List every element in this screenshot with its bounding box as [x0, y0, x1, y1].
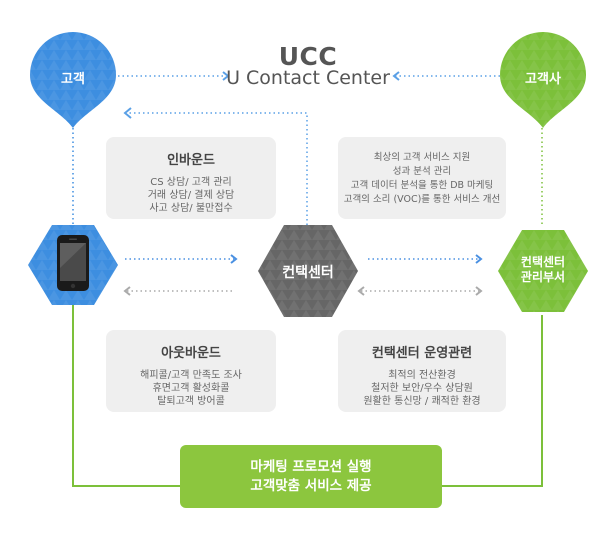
operations-line: 최적의 전산환경 — [388, 370, 456, 381]
marketing-box: 마케팅 프로모션 실행 고객맞춤 서비스 제공 — [180, 445, 442, 508]
services-line: 최상의 고객 서비스 지원 — [373, 152, 471, 163]
services-line: 고객 데이터 분석을 통한 DB 마케팅 — [350, 180, 494, 191]
center-manager-label: 컨택센터 관리부서 — [498, 255, 588, 285]
customer-pin — [30, 32, 116, 128]
operations-title: 컨택센터 운영관련 — [371, 346, 473, 361]
center-to-customer-dots — [128, 112, 308, 225]
inbound-box: 인바운드 CS 상담/ 고객 관리 거래 상담/ 결제 상담 사고 상담/ 불만… — [106, 137, 276, 219]
outbound-line: 휴면고객 활성화콜 — [152, 383, 230, 394]
center-manager-hexagon — [498, 230, 588, 312]
inbound-line: CS 상담/ 고객 관리 — [150, 177, 232, 188]
diagram-title: UCC — [278, 42, 338, 71]
marketing-line: 마케팅 프로모션 실행 — [250, 459, 372, 475]
operations-box: 컨택센터 운영관련 최적의 전산환경 철저한 보안/우수 상담원 원활한 통신망… — [338, 330, 506, 412]
phone-to-center-arrowhead — [230, 254, 238, 264]
center-to-manager-arrowhead — [475, 254, 483, 264]
right-green-connector — [442, 315, 543, 487]
center-manager-label-line: 컨택센터 — [520, 255, 566, 269]
client-pin — [500, 32, 586, 128]
operations-line: 원활한 통신망 / 쾌적한 환경 — [363, 396, 481, 407]
outbound-box: 아웃바운드 해피콜/고객 만족도 조사 휴면고객 활성화콜 탈퇴고객 방어콜 — [106, 330, 276, 412]
top-right-arrowhead — [392, 71, 400, 81]
customer-label: 고객 — [61, 72, 85, 87]
inbound-title: 인바운드 — [167, 153, 215, 168]
center-to-customer-arrowhead — [123, 107, 132, 119]
operations-line: 철저한 보안/우수 상담원 — [371, 383, 473, 394]
marketing-line: 고객맞춤 서비스 제공 — [250, 478, 372, 494]
services-line: 고객의 소리 (VOC)를 통한 서비스 개선 — [343, 194, 501, 205]
top-left-arrowhead — [222, 71, 230, 81]
contact-center-hexagon — [258, 225, 358, 317]
inbound-line: 거래 상담/ 결제 상담 — [147, 190, 235, 201]
services-box: 최상의 고객 서비스 지원 성과 분석 관리 고객 데이터 분석을 통한 DB … — [338, 137, 506, 219]
diagram-subtitle: U Contact Center — [226, 67, 390, 89]
services-line: 성과 분석 관리 — [392, 166, 452, 177]
center-manager-label-line: 관리부서 — [520, 270, 566, 284]
smartphone-icon — [57, 235, 89, 291]
contact-center-label: 컨택센터 — [282, 265, 334, 281]
outbound-line: 탈퇴고객 방어콜 — [157, 396, 225, 407]
manager-center-right-arrowhead — [475, 286, 483, 296]
left-green-connector — [72, 305, 180, 487]
inbound-line: 사고 상담/ 불만접수 — [149, 203, 233, 214]
manager-center-left-arrowhead — [357, 286, 365, 296]
outbound-title: 아웃바운드 — [161, 346, 221, 361]
outbound-line: 해피콜/고객 만족도 조사 — [140, 370, 242, 381]
center-to-phone-arrowhead — [123, 286, 131, 296]
client-company-label: 고객사 — [525, 72, 561, 87]
